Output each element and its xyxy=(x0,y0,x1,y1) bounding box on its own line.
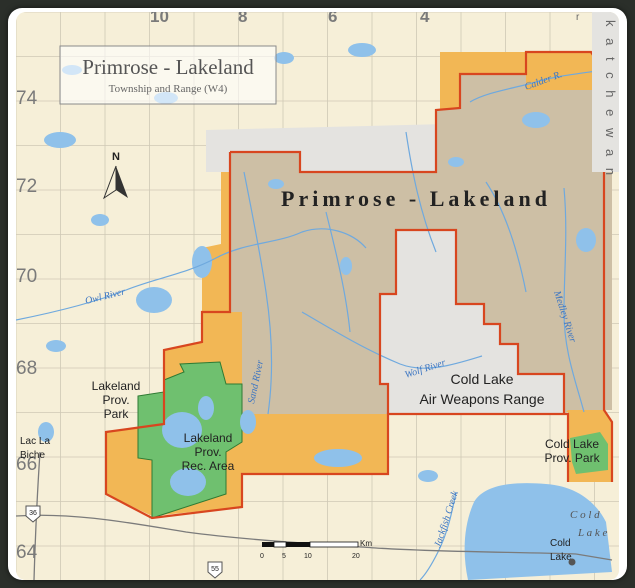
map-title: Primrose - Lakeland xyxy=(82,55,254,79)
range-labels: 10 8 6 4 xyxy=(150,12,430,26)
scale-tick-10: 10 xyxy=(304,553,312,560)
svg-text:36: 36 xyxy=(29,510,37,517)
svg-text:55: 55 xyxy=(211,566,219,573)
sand-river-line xyxy=(243,171,273,415)
range-label-8: 8 xyxy=(238,12,247,26)
title-box: Primrose - Lakeland Township and Range (… xyxy=(59,45,277,105)
title-box-frame xyxy=(59,45,277,105)
highway-shield-55: 55 xyxy=(207,561,223,579)
air-weapons-range-label-1: Cold Lake xyxy=(450,371,513,387)
highway-36-road xyxy=(33,451,41,580)
range-label-4: 4 xyxy=(420,12,430,26)
lakeland-park-label-1: Lakeland xyxy=(92,379,141,393)
range-label-10: 10 xyxy=(150,12,169,26)
edge-partial-label: r xyxy=(576,12,580,23)
scale-unit: Km xyxy=(360,539,372,548)
highway-shield-36: 36 xyxy=(25,505,41,523)
north-arrow-label: N xyxy=(112,151,120,163)
lakeland-rec-label-2: Prov. xyxy=(194,445,221,459)
primrose-lakeland-boundary xyxy=(230,50,614,482)
township-label-68: 68 xyxy=(16,358,37,379)
lakeland-park-label-3: Park xyxy=(104,407,130,421)
jackfish-creek-line xyxy=(419,491,457,580)
cold-lake-water-label-1: C o l d xyxy=(570,509,600,521)
scale-tick-0: 0 xyxy=(260,553,264,560)
map-subtitle: Township and Range (W4) xyxy=(109,83,228,95)
north-arrow: N xyxy=(102,151,128,200)
cold-lake-town-label-1: Cold xyxy=(550,538,571,549)
scale-tick-20: 20 xyxy=(352,553,360,560)
wolf-river-line xyxy=(301,311,483,369)
lakeland-park-label-2: Prov. xyxy=(102,393,129,407)
calder-river-line xyxy=(469,69,605,103)
township-label-74: 74 xyxy=(16,88,38,109)
outer-west-boundary xyxy=(104,152,570,520)
range-label-6: 6 xyxy=(328,12,337,26)
cold-lake-water-label-2: L a k e xyxy=(577,527,608,539)
scale-bar: Km 0 5 10 20 xyxy=(260,539,372,560)
map-svg: Primrose - Lakeland Township and Range (… xyxy=(16,12,619,580)
place-labels: Lac La Biche Cold Lake C o l d L a k e xyxy=(20,436,608,563)
map-viewport: Primrose - Lakeland Township and Range (… xyxy=(16,12,619,580)
township-label-72: 72 xyxy=(16,176,37,197)
cold-lake-town-label-2: Lake xyxy=(550,552,572,563)
scale-tick-5: 5 xyxy=(282,553,286,560)
cold-lake-park-label-2: Prov. Park xyxy=(544,451,600,465)
region-label: Primrose - Lakeland xyxy=(281,186,551,211)
boundary-lines xyxy=(104,50,614,520)
area-labels: Cold Lake Air Weapons Range Lakeland Pro… xyxy=(92,371,601,473)
air-weapons-range-label-2: Air Weapons Range xyxy=(419,391,544,407)
cold-lake-park-label-1: Cold Lake xyxy=(545,437,599,451)
rivers xyxy=(16,69,605,580)
lac-la-biche-label-1: Lac La xyxy=(20,436,50,447)
province-edge-label: k a t c h e w a n xyxy=(603,20,618,179)
township-label-66: 66 xyxy=(16,454,37,475)
province-edge-strip xyxy=(592,12,619,172)
air-weapons-range-boundary xyxy=(378,228,566,414)
township-label-70: 70 xyxy=(16,266,37,287)
lac-la-biche-label-2: Biche xyxy=(20,450,45,461)
cold-lake-town-marker xyxy=(568,558,576,566)
cold-lake-park-green xyxy=(570,432,608,474)
medley-river-line xyxy=(563,187,585,413)
township-labels: 74 72 70 68 66 64 xyxy=(16,88,38,563)
owl-river-line xyxy=(16,228,367,321)
lakeland-rec-label-3: Rec. Area xyxy=(182,459,235,473)
township-label-64: 64 xyxy=(16,542,38,563)
lakeland-rec-label-1: Lakeland xyxy=(184,431,233,445)
